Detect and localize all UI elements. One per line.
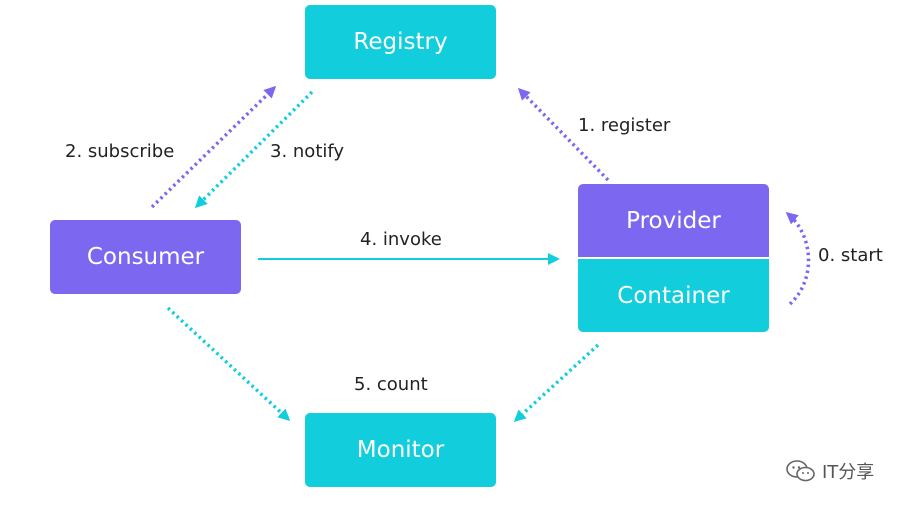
invoke-label: 4. invoke [360, 229, 442, 250]
count-consumer-arrow [166, 306, 291, 422]
subscribe-label: 2. subscribe [65, 141, 175, 162]
wechat-icon [786, 460, 815, 482]
monitor-node: Monitor [305, 413, 496, 487]
watermark-text: IT分享 [822, 462, 875, 483]
start-label: 0. start [818, 245, 883, 266]
watermark: IT分享 [786, 458, 874, 484]
subscribe-arrow [150, 85, 277, 209]
notify-label: 3. notify [270, 141, 345, 162]
consumer-node: Consumer [50, 220, 241, 294]
container-node: Container [578, 259, 769, 332]
start-arrow [785, 212, 811, 306]
provider-node: Provider [578, 184, 769, 257]
count-provider-arrow [513, 343, 600, 423]
count-label: 5. count [354, 374, 428, 395]
register-label: 1. register [578, 115, 671, 136]
registry-node: Registry [305, 5, 496, 79]
